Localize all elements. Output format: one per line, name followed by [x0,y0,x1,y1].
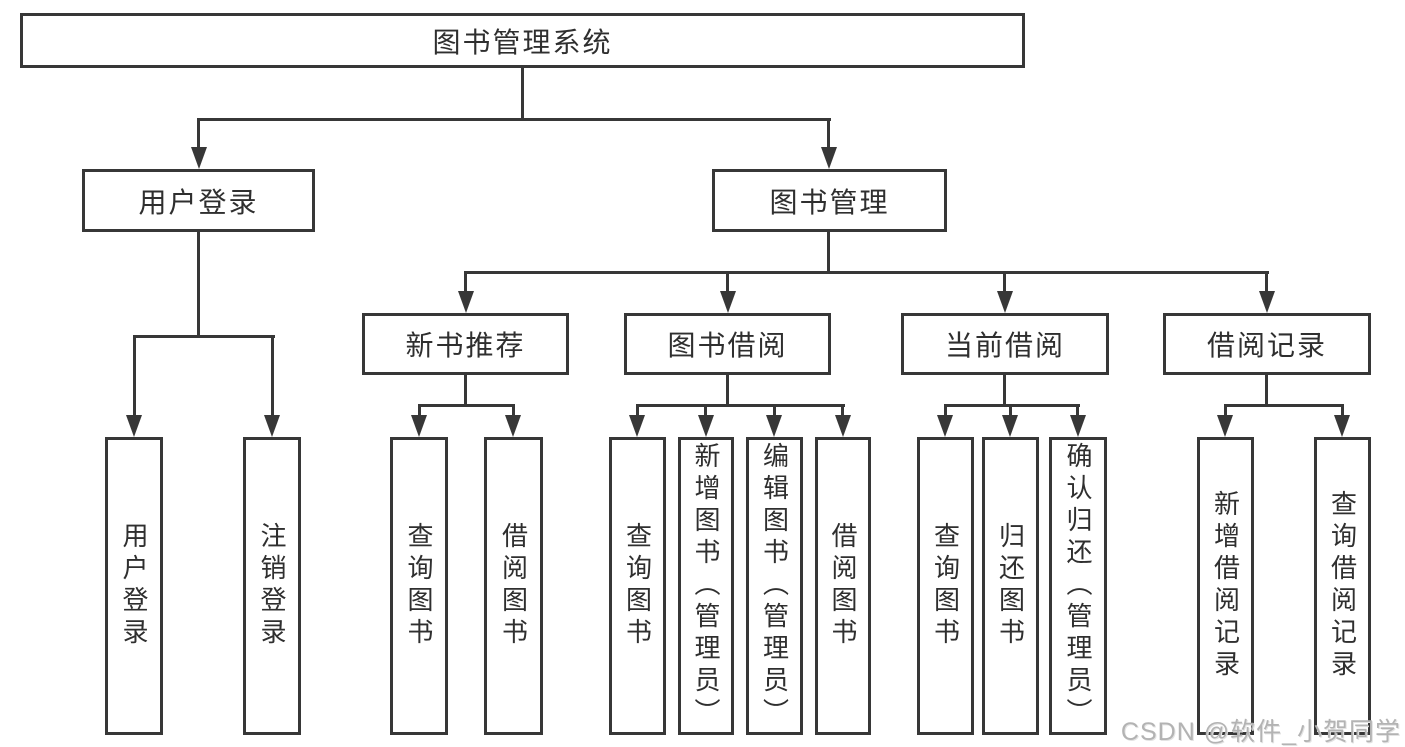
connector-book-mgmt-trunk [827,230,830,274]
leaf-add-book-admin: 新增图书（管理员） [678,437,734,735]
connector-arrow-shaft [827,118,830,150]
leaf-query-borrow-record: 查询借阅记录 [1314,437,1371,735]
csdn-watermark: CSDN @软件_小贺同学 [1120,718,1401,746]
connector-new-book-trunk [464,373,467,407]
node-borrow-records: 借阅记录 [1163,313,1371,375]
node-user-login: 用户登录 [82,169,315,232]
leaf-query-books-borrow: 查询图书 [609,437,666,735]
arrow-down-icon [1217,415,1233,437]
connector-root-trunk [521,66,524,120]
leaf-borrow-books: 借阅图书 [815,437,871,735]
leaf-query-books-current: 查询图书 [917,437,974,735]
leaf-confirm-return-admin: 确认归还（管理员） [1049,437,1107,735]
connector-user-login-branch [133,335,275,338]
arrow-down-icon [821,147,837,169]
connector-arrow-shaft [1003,271,1006,295]
arrow-down-icon [1002,415,1018,437]
leaf-query-books-recommend: 查询图书 [390,437,448,735]
connector-arrow-shaft [1224,404,1227,418]
connector-arrow-shaft [841,404,844,418]
arrow-down-icon [1334,415,1350,437]
arrow-down-icon [191,147,207,169]
arrow-down-icon [1070,415,1086,437]
connector-arrow-shaft [1009,404,1012,418]
node-book-borrow: 图书借阅 [624,313,831,375]
arrow-down-icon [835,415,851,437]
leaf-return-book: 归还图书 [982,437,1039,735]
arrow-down-icon [126,415,142,437]
connector-arrow-shaft [1076,404,1079,418]
node-library-system: 图书管理系统 [20,13,1025,68]
connector-arrow-shaft [197,118,200,150]
connector-arrow-shaft [271,335,274,417]
connector-arrow-shaft [464,271,467,295]
arrow-down-icon [720,291,736,313]
connector-arrow-shaft [944,404,947,418]
node-new-book-recommend: 新书推荐 [362,313,569,375]
arrow-down-icon [264,415,280,437]
connector-root-branch [197,118,831,121]
leaf-user-login: 用户登录 [105,437,163,735]
connector-current-borrow-branch [944,404,1080,407]
connector-new-book-branch [418,404,515,407]
arrow-down-icon [937,415,953,437]
arrow-down-icon [458,291,474,313]
connector-arrow-shaft [726,271,729,295]
arrow-down-icon [1259,291,1275,313]
leaf-add-borrow-record: 新增借阅记录 [1197,437,1254,735]
arrow-down-icon [698,415,714,437]
connector-user-login-trunk [197,230,200,338]
connector-arrow-shaft [133,335,136,417]
connector-arrow-shaft [636,404,639,418]
arrow-down-icon [505,415,521,437]
connector-arrow-shaft [1341,404,1344,418]
arrow-down-icon [766,415,782,437]
connector-arrow-shaft [773,404,776,418]
leaf-borrow-books-recommend: 借阅图书 [484,437,543,735]
leaf-edit-book-admin: 编辑图书（管理员） [746,437,803,735]
connector-arrow-shaft [512,404,515,418]
connector-arrow-shaft [1265,271,1268,295]
arrow-down-icon [629,415,645,437]
connector-book-borrow-branch [636,404,845,407]
leaf-logout: 注销登录 [243,437,301,735]
connector-borrow-records-branch [1224,404,1344,407]
arrow-down-icon [997,291,1013,313]
connector-book-borrow-trunk [726,373,729,407]
node-current-borrow: 当前借阅 [901,313,1109,375]
arrow-down-icon [411,415,427,437]
node-book-management: 图书管理 [712,169,947,232]
connector-book-mgmt-branch [464,271,1269,274]
connector-arrow-shaft [704,404,707,418]
connector-arrow-shaft [418,404,421,418]
connector-current-borrow-trunk [1003,373,1006,407]
connector-borrow-records-trunk [1265,373,1268,407]
